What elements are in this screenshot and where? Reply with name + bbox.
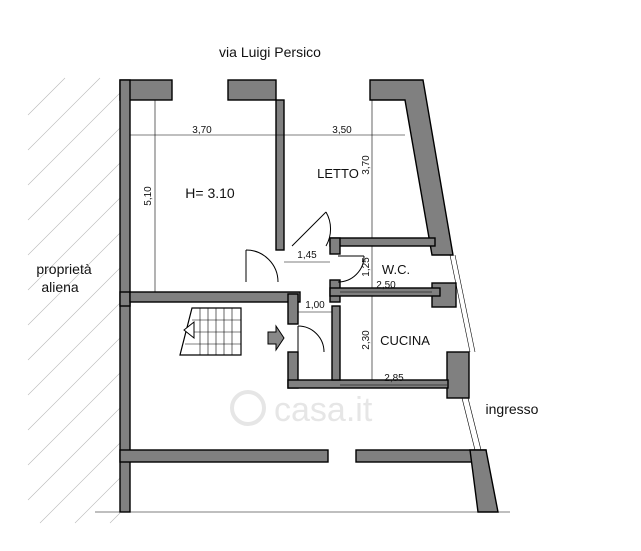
pillar-kitchen — [446, 351, 470, 399]
wall-top-middle — [227, 79, 277, 101]
doors — [245, 211, 365, 353]
ceiling-height-label: H= 3.10 — [185, 185, 235, 201]
room-label-wc: W.C. — [382, 262, 410, 277]
wall-kitchen-west-top — [287, 293, 299, 325]
wall-living-south — [129, 291, 301, 303]
dim-kitchen-width: 2,85 — [384, 373, 404, 384]
wall-living-bedroom — [275, 99, 285, 251]
neighbor-label-line2: aliena — [41, 279, 79, 295]
wall-kitchen-south — [287, 379, 449, 389]
wall-left-stub — [119, 291, 131, 307]
wall-hall-stub — [329, 237, 341, 255]
dim-hall-width: 1,45 — [297, 250, 317, 261]
wall-bedroom-south — [329, 237, 436, 247]
wall-kitchen-inner — [331, 305, 341, 381]
dim-passage-width: 1,00 — [305, 300, 325, 311]
neighbor-property-hatch — [27, 77, 121, 524]
room-label-bedroom: LETTO — [317, 166, 359, 181]
staircase — [179, 307, 242, 356]
wall-corner-bottom-right — [469, 449, 499, 513]
wall-bottom-left — [119, 449, 329, 463]
wall-bottom-right — [355, 449, 487, 463]
door-living-swing — [245, 249, 279, 283]
neighbor-label-line1: proprietà — [36, 261, 91, 277]
dim-wc-depth: 1,25 — [361, 257, 372, 277]
wall-top-right — [369, 79, 454, 256]
dim-bedroom-width: 3,50 — [332, 125, 352, 136]
door-kitchen-swing — [297, 325, 325, 353]
dim-wc-width: 2,50 — [376, 280, 396, 291]
dimension-lines — [130, 100, 447, 386]
door-wc-swing — [337, 255, 365, 283]
watermark-text: casa.it — [274, 391, 373, 429]
entrance-label: ingresso — [486, 401, 539, 417]
entrance-arrow-icon — [267, 324, 285, 352]
dim-kitchen-depth: 2,30 — [361, 330, 372, 350]
watermark: casa.it — [230, 390, 373, 429]
dim-living-width: 3,70 — [192, 125, 212, 136]
door-bedroom-swing — [325, 211, 332, 247]
street-label: via Luigi Persico — [219, 44, 321, 60]
door-bedroom-leaf — [291, 211, 327, 247]
entrance-opening — [449, 254, 482, 451]
room-label-kitchen: CUCINA — [380, 333, 430, 348]
dim-living-depth: 5,10 — [143, 186, 154, 206]
dim-bedroom-depth: 3,70 — [361, 155, 372, 175]
